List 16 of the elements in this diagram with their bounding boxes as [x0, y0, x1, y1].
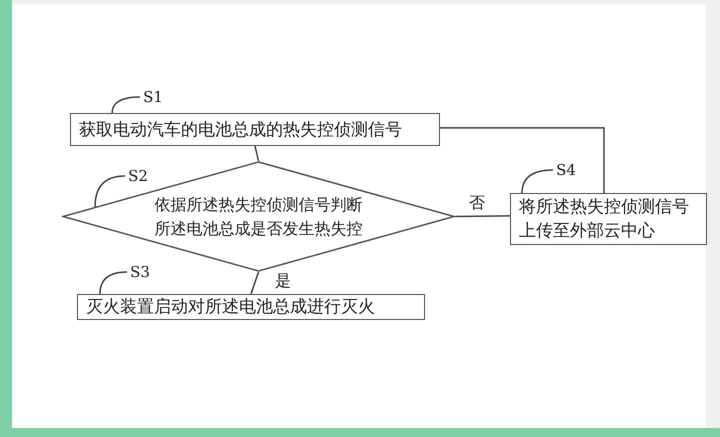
connector-line [254, 146, 260, 162]
leader-line [521, 169, 554, 194]
edge-label: 否 [467, 193, 487, 213]
step-label: S1 [140, 87, 166, 107]
leader-line [99, 271, 128, 294]
process-box: 将所述热失控侦测信号上传至外部云中心 [510, 193, 707, 245]
connector-line [250, 272, 260, 294]
leader-line [111, 96, 140, 114]
process-box: 灭火装置启动对所述电池总成进行灭火 [77, 294, 425, 320]
edge-label: 是 [273, 271, 293, 291]
process-box: 获取电动汽车的电池总成的热失控侦测信号 [70, 113, 440, 146]
step-label: S4 [553, 160, 579, 180]
leader-line [94, 175, 126, 207]
connector-line [455, 215, 510, 218]
connector-line [440, 127, 605, 193]
step-label: S2 [125, 166, 151, 186]
